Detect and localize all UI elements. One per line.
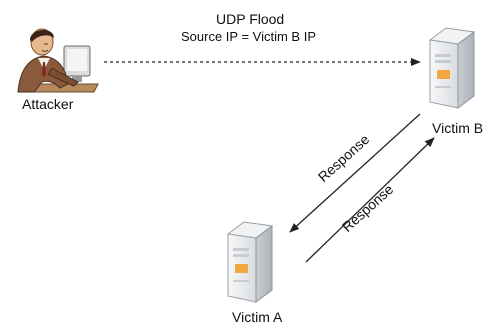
victim-b-label: Victim B	[432, 120, 484, 136]
flood-subtitle: Source IP = Victim B IP	[181, 29, 316, 44]
response-arrow-to-victim-a	[289, 113, 421, 233]
response-arrow-to-victim-b	[305, 137, 435, 263]
victim-b-server-icon	[428, 27, 476, 109]
victim-a-server-icon	[226, 221, 274, 303]
victim-a-label: Victim A	[232, 309, 283, 325]
attacker-label: Attacker	[22, 96, 74, 112]
attacker-person-icon	[17, 28, 99, 93]
flood-title: UDP Flood	[216, 11, 285, 27]
